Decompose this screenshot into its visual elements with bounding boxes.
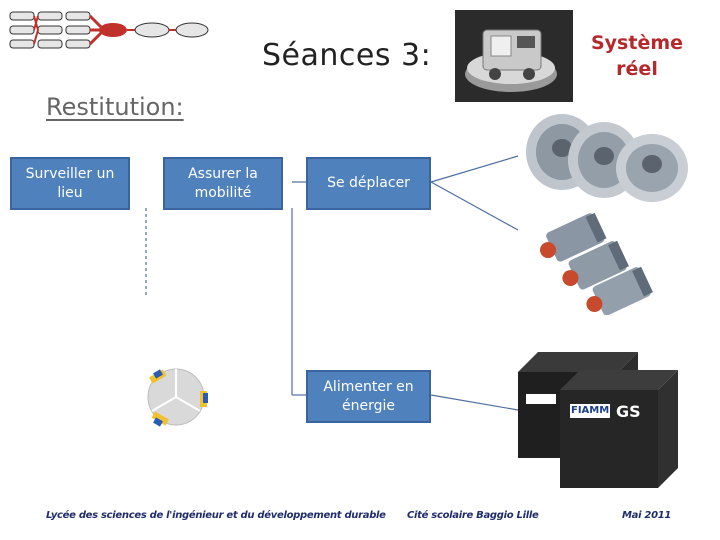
robot-base-diagram-icon (147, 368, 208, 427)
battery-image: FIAMM GS (508, 342, 680, 492)
robot-image (455, 10, 573, 102)
motor-image (540, 212, 653, 315)
omniwheel-image (526, 114, 688, 202)
function-label: Se déplacer (327, 175, 410, 191)
function-label: Assurer la mobilité (188, 165, 258, 201)
footer-school: Lycée des sciences de l'ingénieur et du … (46, 510, 386, 521)
page-title: Séances 3: (262, 38, 432, 73)
function-box-mobilite[interactable]: Assurer la mobilité (163, 157, 283, 210)
function-label: Surveiller un lieu (25, 165, 115, 201)
function-box-energie[interactable]: Alimenter en énergie (306, 370, 431, 423)
system-label: Système réel (590, 32, 684, 80)
function-box-deplacer[interactable]: Se déplacer (306, 157, 431, 210)
battery-model-label: GS (616, 402, 641, 421)
function-box-surveiller[interactable]: Surveiller un lieu (10, 157, 130, 210)
section-heading: Restitution: (46, 93, 184, 121)
footer-location: Cité scolaire Baggio Lille (407, 510, 539, 521)
battery-brand-label: FIAMM (571, 405, 610, 416)
function-label: Alimenter en énergie (323, 378, 414, 414)
footer-date: Mai 2011 (622, 510, 672, 521)
